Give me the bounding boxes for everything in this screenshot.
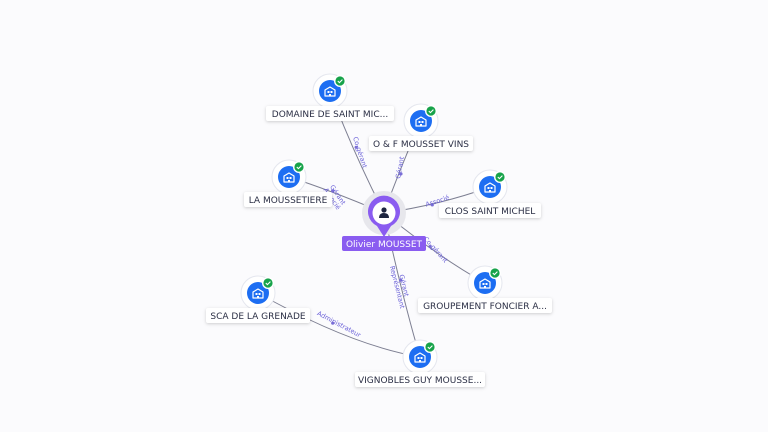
edge-arrow <box>331 321 335 325</box>
verified-check-icon <box>494 171 506 183</box>
person-icon <box>379 207 389 218</box>
company-name: O & F MOUSSET VINS <box>373 140 469 150</box>
edge-arrow <box>331 189 335 193</box>
company-icon-circle <box>247 282 269 304</box>
company-icon-circle <box>278 166 300 188</box>
company-name: DOMAINE DE SAINT MIC... <box>272 110 388 120</box>
company-name: LA MOUSSETIERE <box>249 196 328 206</box>
company-building-icon <box>252 288 264 299</box>
graph-nodes: DOMAINE DE SAINT MIC... O & F MOUSSET VIN… <box>206 73 552 387</box>
company-icon-circle <box>479 176 501 198</box>
center-person-node[interactable]: Olivier MOUSSET <box>342 191 426 251</box>
relation-edge-sca: Administrateur <box>257 292 421 358</box>
company-label[interactable]: GROUPEMENT FONCIER A... <box>418 298 552 313</box>
company-building-icon <box>324 86 336 97</box>
verified-check-icon <box>334 75 346 87</box>
company-building-icon <box>415 116 427 127</box>
company-building-icon <box>479 278 491 289</box>
edge-arrow <box>354 145 358 149</box>
relation-label: Gérant <box>394 156 406 180</box>
company-label[interactable]: LA MOUSSETIERE <box>244 192 332 207</box>
company-building-icon <box>414 352 426 363</box>
edge-arrow <box>399 172 403 176</box>
person-name: Olivier MOUSSET <box>346 240 423 250</box>
company-node-vignobles[interactable]: VIGNOBLES GUY MOUSSE... <box>355 339 485 387</box>
company-icon-circle <box>319 80 341 102</box>
company-icon-circle <box>409 346 431 368</box>
edge-arrow <box>428 244 432 249</box>
company-building-icon <box>484 182 496 193</box>
center-person-label[interactable]: Olivier MOUSSET <box>342 236 426 251</box>
verified-check-icon <box>293 161 305 173</box>
company-icon-circle <box>410 110 432 132</box>
company-label[interactable]: SCA DE LA GRENADE <box>206 308 310 323</box>
company-node-of[interactable]: O & F MOUSSET VINS <box>369 103 473 151</box>
company-node-clos[interactable]: CLOS SAINT MICHEL <box>439 169 541 218</box>
company-building-icon <box>283 172 295 183</box>
verified-check-icon <box>489 267 501 279</box>
company-name: GROUPEMENT FONCIER A... <box>423 302 547 312</box>
company-name: VIGNOBLES GUY MOUSSE... <box>358 376 482 386</box>
relation-label: Administrateur <box>316 309 363 339</box>
relation-label: Co-gérant <box>351 136 369 170</box>
company-name: SCA DE LA GRENADE <box>210 312 305 322</box>
company-label[interactable]: O & F MOUSSET VINS <box>369 136 473 151</box>
company-label[interactable]: CLOS SAINT MICHEL <box>439 203 541 218</box>
edge-arrow <box>430 203 434 207</box>
verified-check-icon <box>424 341 436 353</box>
verified-check-icon <box>425 105 437 117</box>
company-label[interactable]: VIGNOBLES GUY MOUSSE... <box>355 372 485 387</box>
verified-check-icon <box>262 277 274 289</box>
company-node-sca[interactable]: SCA DE LA GRENADE <box>206 275 310 323</box>
edge-arrow <box>398 278 403 282</box>
company-node-domaine[interactable]: DOMAINE DE SAINT MIC... <box>266 73 394 121</box>
company-name: CLOS SAINT MICHEL <box>445 207 536 217</box>
company-node-groupement[interactable]: GROUPEMENT FONCIER A... <box>418 265 552 313</box>
company-icon-circle <box>474 272 496 294</box>
company-node-moussetiere[interactable]: LA MOUSSETIERE <box>244 159 332 207</box>
company-label[interactable]: DOMAINE DE SAINT MIC... <box>266 106 394 121</box>
